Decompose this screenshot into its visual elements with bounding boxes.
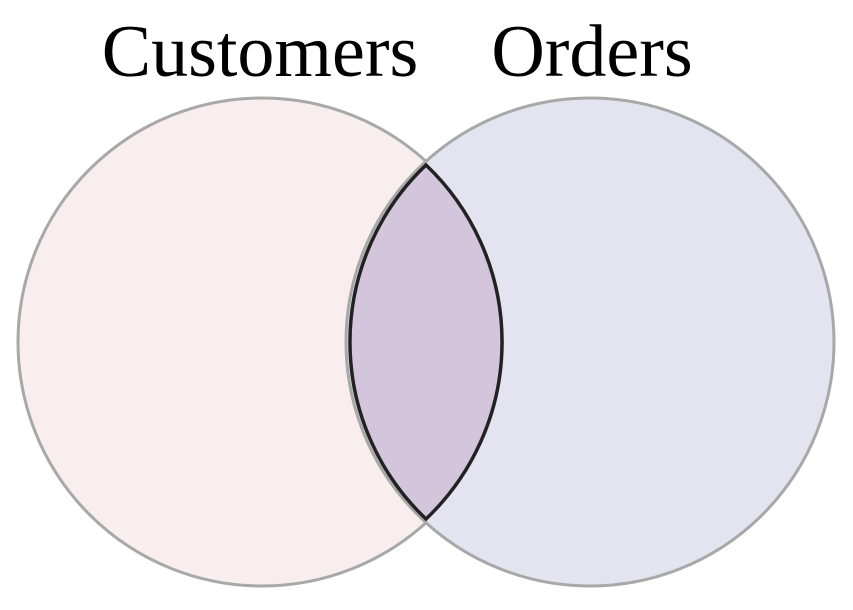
intersection-region xyxy=(348,162,504,522)
set-label-orders: Orders xyxy=(491,11,692,93)
set-label-customers: Customers xyxy=(102,11,419,93)
